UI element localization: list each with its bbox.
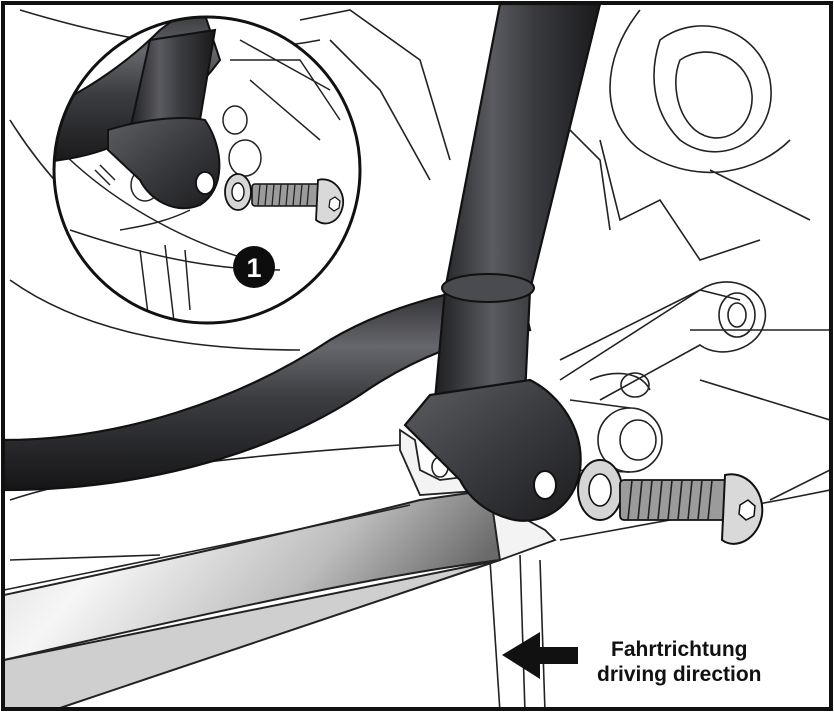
engine-line-art [9,9,830,708]
detail-magnifier [52,15,362,325]
direction-label-en: driving direction [597,663,762,686]
step-number: 1 [246,253,261,283]
bash-plate-icon [4,428,557,708]
washer-icon [577,459,623,521]
direction-label-de: Fahrtrichtung [611,638,748,661]
arrow-left-icon [502,632,578,679]
step-badge-icon: 1 [233,246,275,288]
bolt-icon [619,473,764,545]
crash-bar-icon [4,4,602,522]
